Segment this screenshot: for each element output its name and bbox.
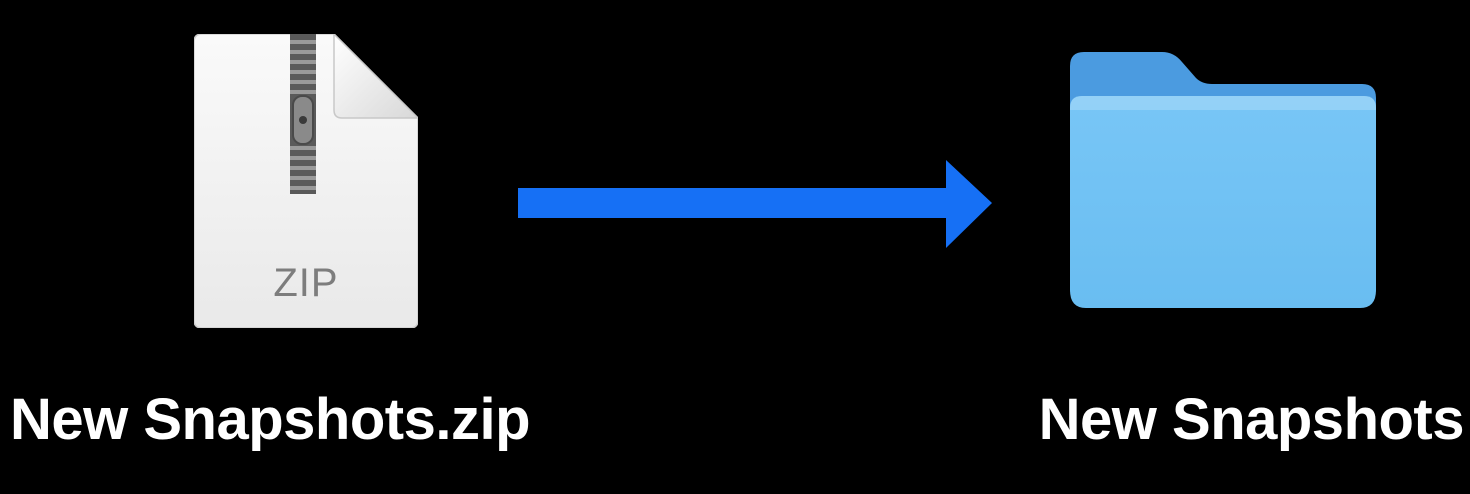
- folder-icon: [1070, 52, 1376, 308]
- zip-archive-icon: ZIP: [194, 34, 418, 328]
- right-arrow-icon: [518, 160, 992, 248]
- source-filename-label: New Snapshots.zip: [10, 387, 531, 452]
- target-filename-label: New Snapshots: [1038, 387, 1465, 452]
- zip-icon-label: ZIP: [273, 261, 338, 305]
